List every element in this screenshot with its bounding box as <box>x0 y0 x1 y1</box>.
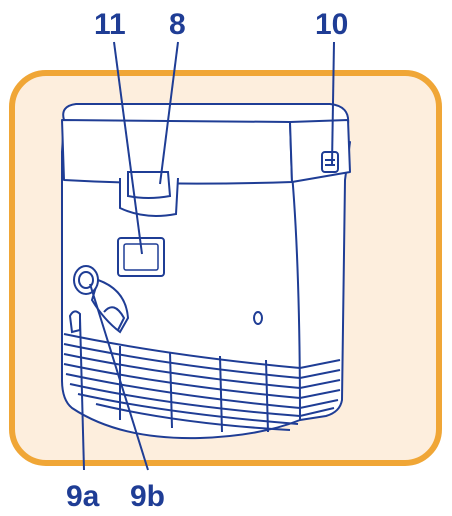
lid-front <box>62 120 292 184</box>
drain-valve-icon <box>70 311 80 332</box>
callout-11: 11 <box>94 8 126 41</box>
screw-icon <box>254 312 262 324</box>
latch-icon <box>322 152 338 172</box>
callout-9b: 9b <box>130 480 165 513</box>
callout-8: 8 <box>169 8 186 41</box>
callout-9a: 9a <box>66 480 100 513</box>
callout-10: 10 <box>315 8 348 41</box>
lid-side <box>290 120 350 182</box>
